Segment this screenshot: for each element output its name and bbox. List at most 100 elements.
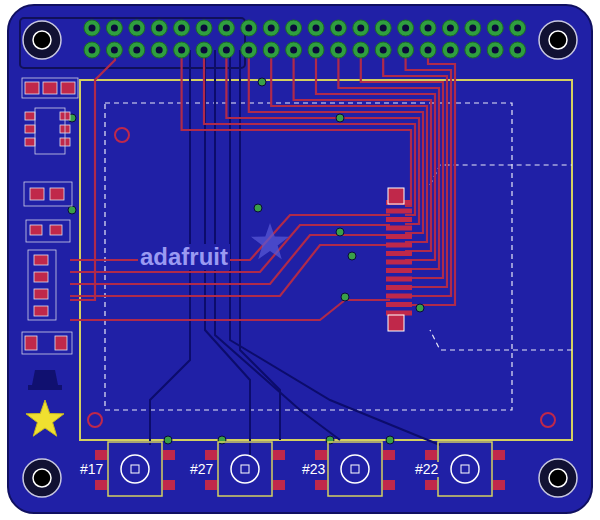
mount-drill bbox=[33, 31, 51, 49]
top-trace bbox=[405, 50, 455, 305]
header-pin bbox=[241, 20, 257, 36]
pin-hole bbox=[357, 25, 364, 32]
header-pin bbox=[151, 42, 167, 58]
header-pin bbox=[420, 42, 436, 58]
connector-pad bbox=[386, 285, 412, 290]
pin-hole bbox=[223, 47, 230, 54]
pin-hole bbox=[290, 47, 297, 54]
connector-pad bbox=[386, 251, 412, 256]
via bbox=[258, 78, 266, 86]
header-pin bbox=[510, 20, 526, 36]
pin-hole bbox=[290, 25, 297, 32]
smd-pad bbox=[30, 188, 44, 200]
header-pin bbox=[263, 20, 279, 36]
header-pin bbox=[330, 42, 346, 58]
part-outline bbox=[26, 220, 70, 242]
button-outline bbox=[438, 442, 492, 496]
connector-pad bbox=[386, 226, 412, 231]
via bbox=[416, 304, 424, 312]
smd-pad bbox=[34, 272, 48, 282]
smd-pad bbox=[25, 125, 35, 133]
button-pad bbox=[273, 450, 285, 460]
mount-hole bbox=[539, 21, 577, 59]
fiducial bbox=[541, 413, 555, 427]
header-pin bbox=[263, 42, 279, 58]
mount-drill bbox=[549, 469, 567, 487]
top-trace bbox=[182, 50, 411, 206]
via bbox=[254, 204, 262, 212]
mount-drill bbox=[33, 469, 51, 487]
tactile-button bbox=[95, 442, 175, 496]
button-pad bbox=[95, 480, 107, 490]
header-pin bbox=[106, 42, 122, 58]
pin-hole bbox=[492, 47, 499, 54]
header-pin bbox=[218, 20, 234, 36]
pin-hole bbox=[447, 47, 454, 54]
pin-hole bbox=[245, 25, 252, 32]
via bbox=[341, 293, 349, 301]
header-pin bbox=[442, 42, 458, 58]
smd-pad bbox=[50, 225, 62, 235]
pin-hole bbox=[201, 47, 208, 54]
mount-drill bbox=[549, 31, 567, 49]
smd-pad bbox=[55, 336, 67, 350]
via bbox=[348, 252, 356, 260]
connector-pad bbox=[386, 302, 412, 307]
via bbox=[326, 436, 334, 444]
gpio-label: #17 bbox=[78, 462, 105, 477]
part-outline bbox=[35, 108, 65, 154]
top-trace bbox=[383, 50, 447, 287]
pin-hole bbox=[111, 47, 118, 54]
header-pin bbox=[375, 42, 391, 58]
pin-hole bbox=[178, 25, 185, 32]
header-pin bbox=[465, 20, 481, 36]
button-pad bbox=[205, 450, 217, 460]
logo-hat bbox=[28, 370, 62, 390]
connector-pad bbox=[386, 294, 412, 299]
smd-pad bbox=[25, 82, 39, 94]
button-center bbox=[351, 465, 359, 473]
part-outline bbox=[28, 250, 56, 320]
connector-pad bbox=[386, 217, 412, 222]
header-pin bbox=[286, 42, 302, 58]
header-pin bbox=[353, 20, 369, 36]
pin-hole bbox=[402, 25, 409, 32]
button-pad bbox=[383, 480, 395, 490]
pin-hole bbox=[133, 25, 140, 32]
pin-hole bbox=[178, 47, 185, 54]
top-trace bbox=[70, 225, 390, 272]
button-cap bbox=[451, 455, 479, 483]
gpio-label: #27 bbox=[188, 462, 215, 477]
header-pin bbox=[286, 20, 302, 36]
header-pin bbox=[487, 42, 503, 58]
part-outline bbox=[22, 332, 72, 354]
button-cap bbox=[231, 455, 259, 483]
via bbox=[336, 228, 344, 236]
pin-hole bbox=[380, 25, 387, 32]
pcb-decoration bbox=[22, 20, 577, 497]
gpio-label: #23 bbox=[300, 462, 327, 477]
button-pad bbox=[205, 480, 217, 490]
button-pad bbox=[425, 450, 437, 460]
header-pin bbox=[398, 20, 414, 36]
pin-hole bbox=[313, 25, 320, 32]
smd-pad bbox=[25, 138, 35, 146]
smd-pad bbox=[61, 82, 75, 94]
header-pin bbox=[129, 42, 145, 58]
via bbox=[218, 436, 226, 444]
header-pin bbox=[308, 42, 324, 58]
header-pin bbox=[196, 42, 212, 58]
button-pad bbox=[315, 480, 327, 490]
header-pin bbox=[308, 20, 324, 36]
header-pin bbox=[442, 20, 458, 36]
pin-hole bbox=[111, 25, 118, 32]
pin-hole bbox=[245, 47, 252, 54]
pin-hole bbox=[335, 47, 342, 54]
pin-hole bbox=[514, 47, 521, 54]
smd-pad bbox=[43, 82, 57, 94]
header-pin bbox=[218, 42, 234, 58]
connector-pad bbox=[386, 243, 412, 248]
button-outline bbox=[218, 442, 272, 496]
pin-hole bbox=[89, 47, 96, 54]
